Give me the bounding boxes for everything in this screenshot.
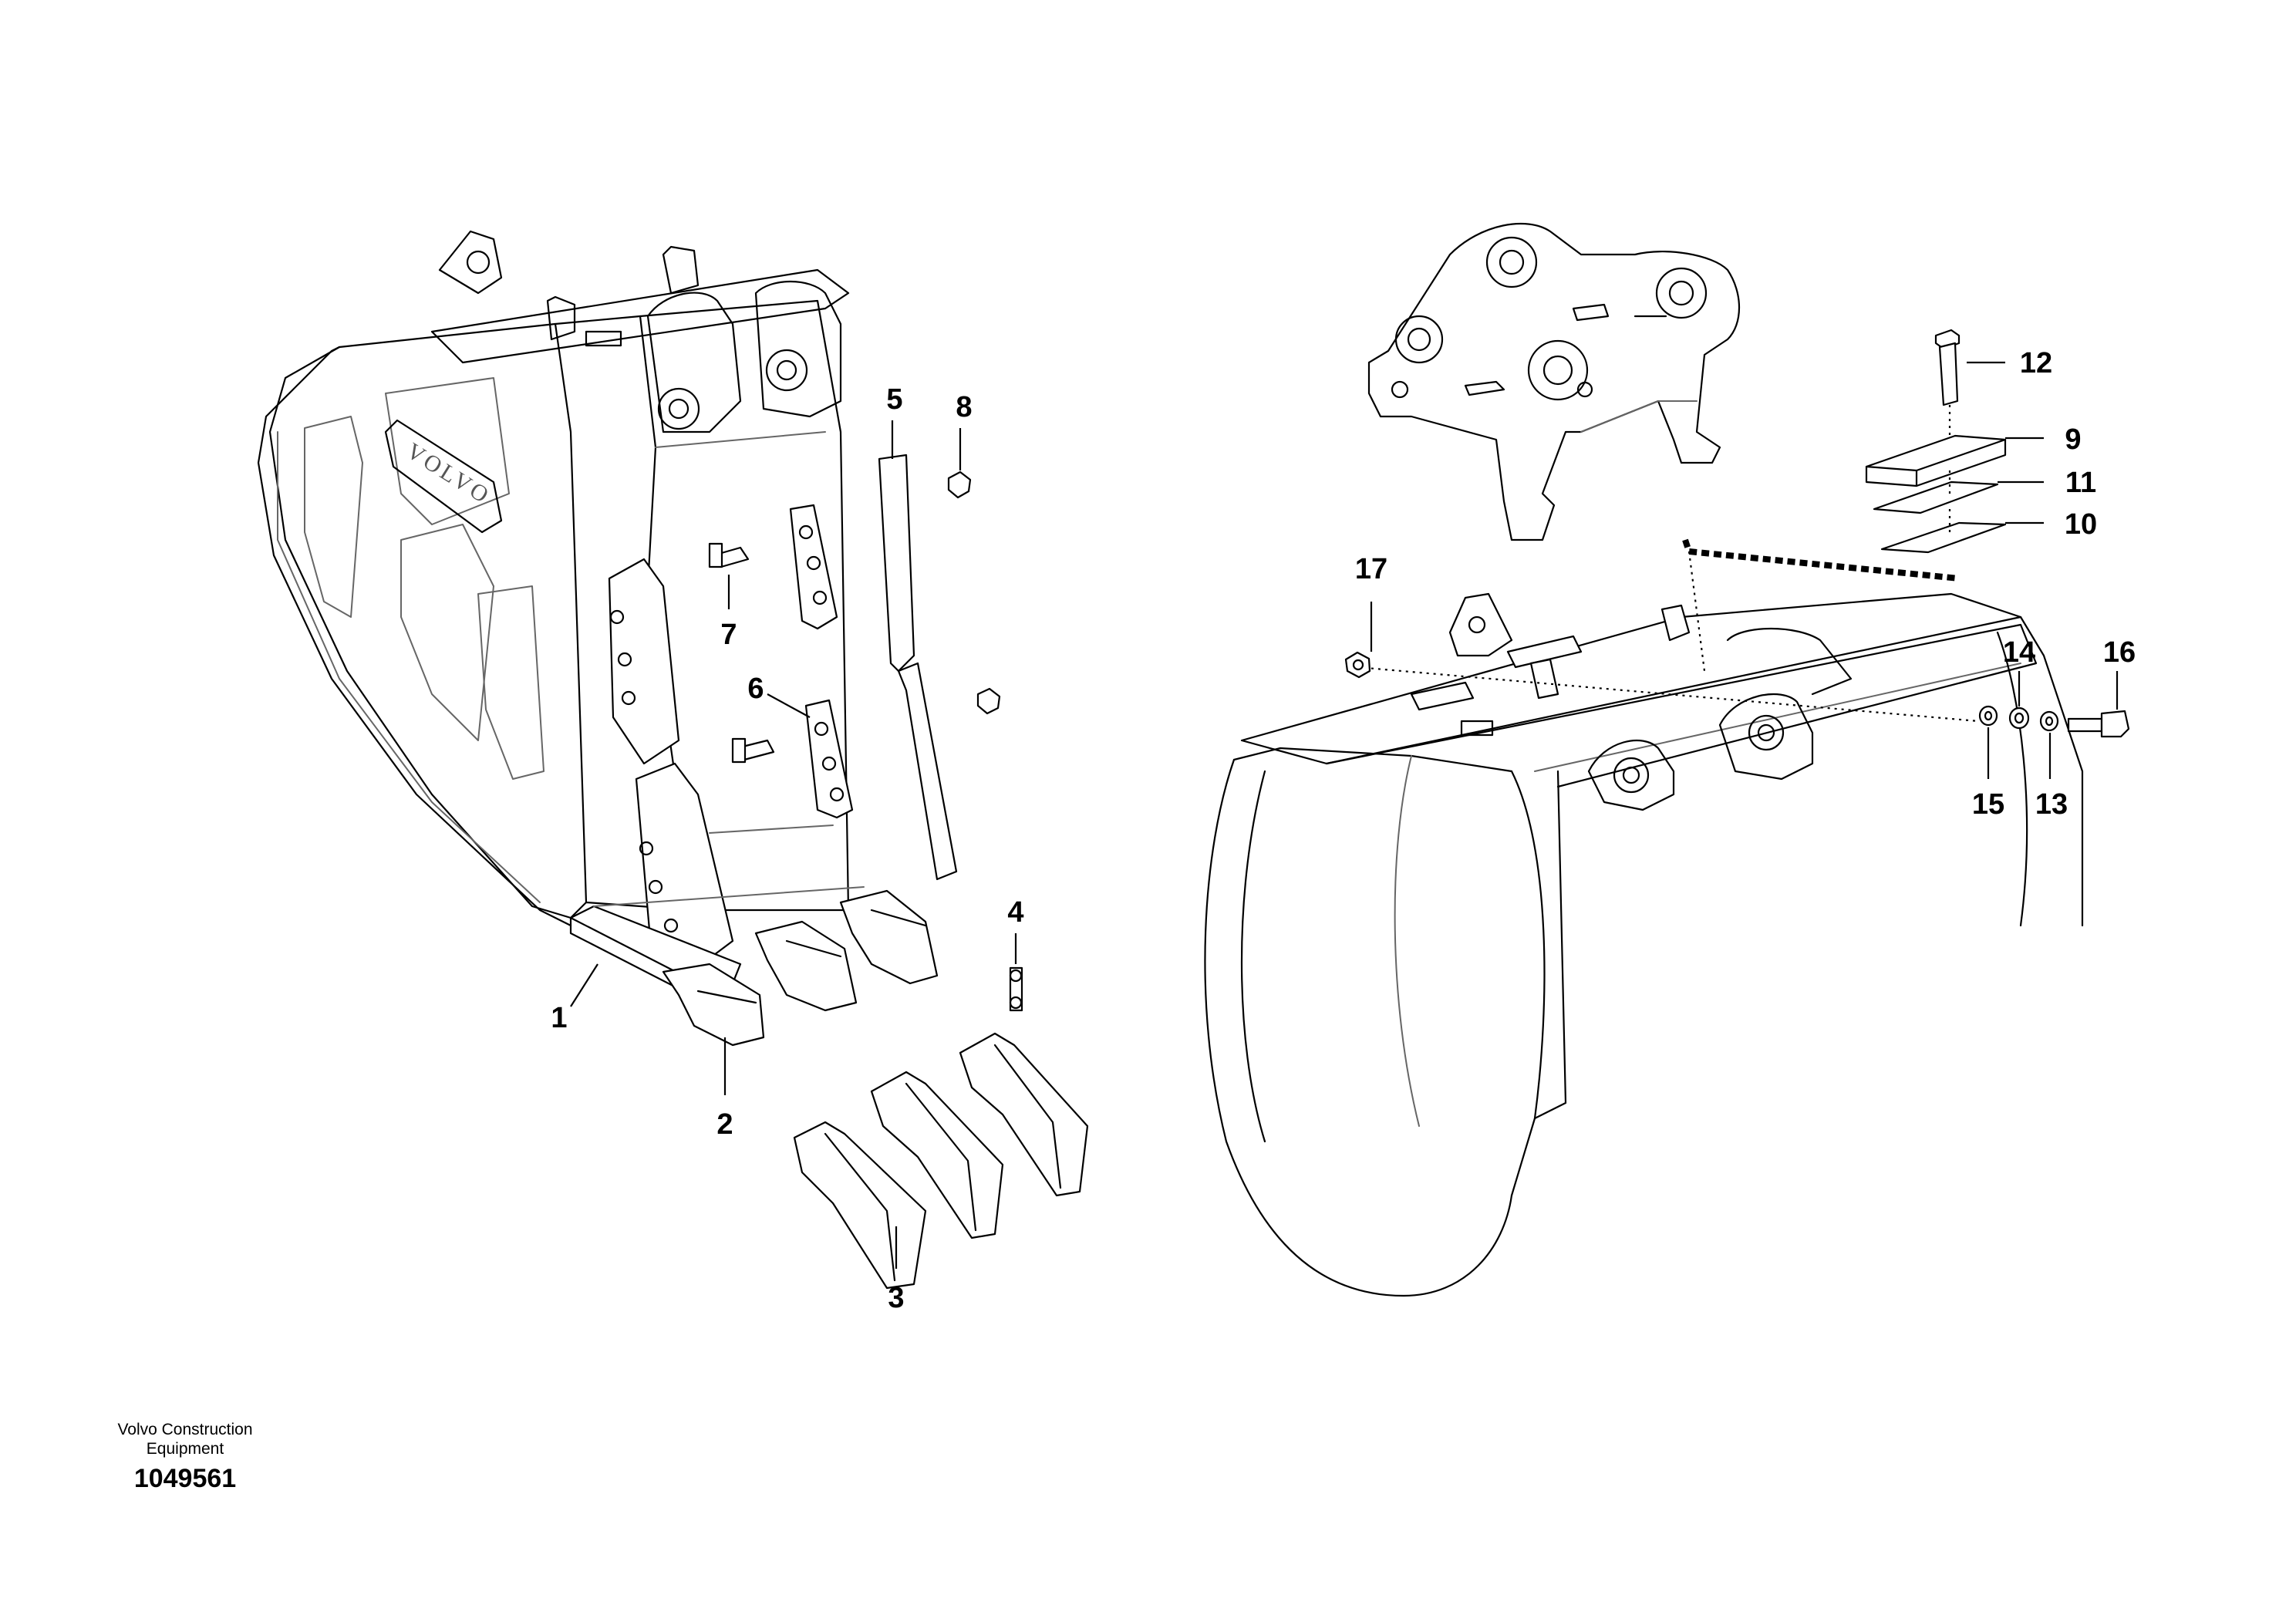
- bucket-tooth-1: [793, 1121, 927, 1290]
- shim-10: [1880, 521, 2007, 554]
- tooth-adapter-2: [754, 920, 858, 1012]
- callout-3: 3: [888, 1282, 904, 1314]
- callout-4: 4: [1007, 896, 1023, 929]
- callout-6: 6: [747, 673, 764, 705]
- tooth-adapter-1: [662, 963, 765, 1047]
- nut-17: [1344, 651, 1371, 679]
- washer-15: [1978, 705, 1998, 727]
- callout-1: 1: [551, 1002, 567, 1034]
- callout-2: 2: [716, 1108, 733, 1141]
- leader-lines: [570, 361, 2119, 1269]
- company-name-line2: Equipment: [147, 1440, 224, 1458]
- callout-10: 10: [2065, 508, 2097, 541]
- callout-5: 5: [886, 383, 902, 416]
- callout-15: 15: [1972, 788, 2004, 821]
- volvo-logo: VOLVO: [384, 419, 503, 534]
- company-name-line1: Volvo Construction: [117, 1421, 252, 1438]
- shim-11: [1873, 481, 1999, 514]
- callout-11: 11: [2065, 467, 2096, 499]
- callout-7: 7: [720, 619, 737, 651]
- mating-line: [1682, 538, 1960, 582]
- callout-9: 9: [2065, 423, 2081, 456]
- washer-14: [2008, 706, 2030, 730]
- callout-17: 17: [1355, 553, 1387, 585]
- quick-coupler: [1367, 222, 1740, 541]
- callout-8: 8: [956, 391, 972, 423]
- plate-9: [1865, 434, 2007, 487]
- bolt-12: [1934, 329, 1961, 470]
- callout-14: 14: [2003, 636, 2035, 669]
- footer: Volvo Construction Equipment 1049561: [117, 1421, 252, 1493]
- bucket-tooth-3: [959, 1032, 1089, 1197]
- callout-16: 16: [2103, 636, 2136, 669]
- tooth-adapter-3: [839, 889, 939, 985]
- bucket-right-view: [1204, 222, 2130, 1297]
- bucket-tooth-2: [870, 1071, 1004, 1239]
- document-number: 1049561: [134, 1464, 236, 1493]
- callout-12: 12: [2020, 347, 2052, 379]
- callout-labels: 1 2 3 4 5 6 7 8 9 10 11 12 13 14 15 16 1…: [551, 347, 2136, 1314]
- bolt-16: [2067, 710, 2130, 738]
- washer-13: [2039, 710, 2059, 732]
- callout-13: 13: [2035, 788, 2068, 821]
- bucket-left-view: VOLVO: [257, 230, 1089, 1290]
